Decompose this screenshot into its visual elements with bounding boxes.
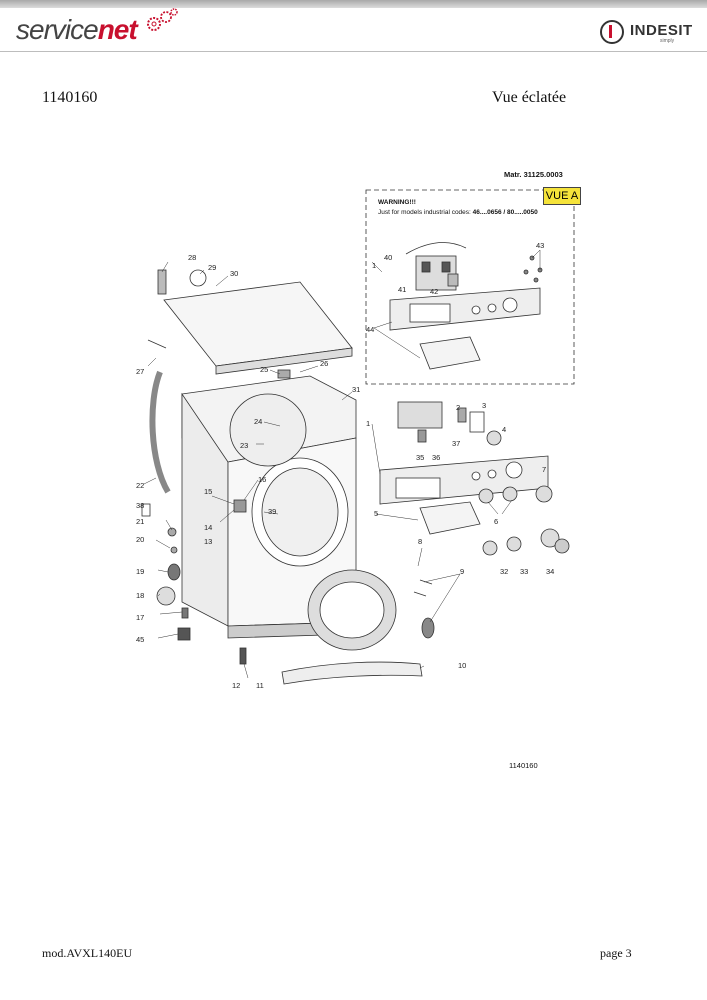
warning-text-body: Just for models industrial codes: — [378, 209, 473, 216]
callout-label: 2 — [456, 403, 460, 412]
warning-title: WARNING!!! — [378, 199, 416, 206]
callout-label: 41 — [398, 285, 406, 294]
indesit-tagline: simply — [660, 38, 675, 44]
gear-icon — [147, 8, 178, 31]
vue-a-box — [365, 189, 575, 385]
callout-label: 26 — [320, 359, 328, 368]
callout-label: 3 — [482, 401, 486, 410]
indesit-circle-icon — [600, 20, 624, 44]
callout-label: 27 — [136, 367, 144, 376]
callout-label: 29 — [208, 263, 216, 272]
callout-label: 10 — [458, 661, 466, 670]
callout-label: 22 — [136, 481, 144, 490]
callout-label: 45 — [136, 635, 144, 644]
callout-label: 9 — [460, 567, 464, 576]
servicenet-logo: servicenet — [16, 14, 138, 46]
callout-label: 25 — [260, 365, 268, 374]
callout-label: 5 — [374, 509, 378, 518]
callout-label: 14 — [204, 523, 212, 532]
vue-a-label: VUE A — [543, 187, 581, 205]
callout-label: 21 — [136, 517, 144, 526]
callout-label: 18 — [136, 591, 144, 600]
matricule-number: Matr. 31125.0003 — [504, 170, 563, 179]
callout-label: 8 — [418, 537, 422, 546]
callout-label: 36 — [432, 453, 440, 462]
callout-label: 40 — [384, 253, 392, 262]
indesit-wordmark: INDESIT — [630, 22, 693, 39]
callout-label: 19 — [136, 567, 144, 576]
callout-label: 7 — [542, 465, 546, 474]
top-lid — [157, 269, 353, 375]
callout-label: 35 — [416, 453, 424, 462]
header-divider — [0, 51, 707, 52]
callout-label: 43 — [536, 241, 544, 250]
callout-label: 34 — [546, 567, 554, 576]
callout-label: 16 — [258, 475, 266, 484]
drawing-code: 1140160 — [509, 761, 538, 770]
header-bar — [0, 0, 707, 8]
callout-label: 32 — [500, 567, 508, 576]
callout-label: 4 — [502, 425, 506, 434]
main-control-panel — [379, 401, 570, 556]
footer-model: mod.AVXL140EU — [42, 946, 133, 960]
callout-label: 37 — [452, 439, 460, 448]
plinth — [281, 661, 423, 685]
indesit-logo: INDESIT simply — [600, 20, 700, 48]
callout-label: 6 — [494, 517, 498, 526]
callout-label: 28 — [188, 253, 196, 262]
callout-label: 39 — [268, 507, 276, 516]
callout-label: 1 — [366, 419, 370, 428]
callout-label: 30 — [230, 269, 238, 278]
indesit-i-icon — [609, 25, 612, 38]
callout-label: 24 — [254, 417, 262, 426]
callout-label: 20 — [136, 535, 144, 544]
vue-a-control-panel — [389, 242, 543, 370]
logo-highlight: net — [97, 14, 138, 45]
callout-label: 38 — [136, 501, 144, 510]
callout-labels: 28 29 30 26 25 27 31 24 23 22 38 21 20 1… — [136, 241, 554, 690]
document-title: Vue éclatée — [492, 89, 567, 106]
document-number: 1140160 — [42, 89, 98, 106]
callout-label: 12 — [232, 681, 240, 690]
callout-label: 1 — [372, 261, 376, 270]
callout-label: 13 — [204, 537, 212, 546]
callout-label: 44 — [366, 325, 374, 334]
leader-lines — [143, 249, 541, 679]
callout-label: 15 — [204, 487, 212, 496]
callout-label: 23 — [240, 441, 248, 450]
callout-label: 11 — [256, 681, 264, 690]
warning-codes: 46....0656 / 80.....0050 — [472, 209, 538, 216]
footer-page-number: page 3 — [600, 946, 632, 960]
callout-label: 33 — [520, 567, 528, 576]
callout-label: 17 — [136, 613, 144, 622]
door — [307, 569, 435, 651]
callout-label: 42 — [430, 287, 438, 296]
warning-text: Just for models industrial codes: 46....… — [378, 209, 538, 216]
logo-prefix: service — [16, 14, 99, 45]
exploded-view-diagram: 28 29 30 26 25 27 31 24 23 22 38 21 20 1… — [136, 189, 575, 690]
callout-label: 31 — [352, 385, 360, 394]
